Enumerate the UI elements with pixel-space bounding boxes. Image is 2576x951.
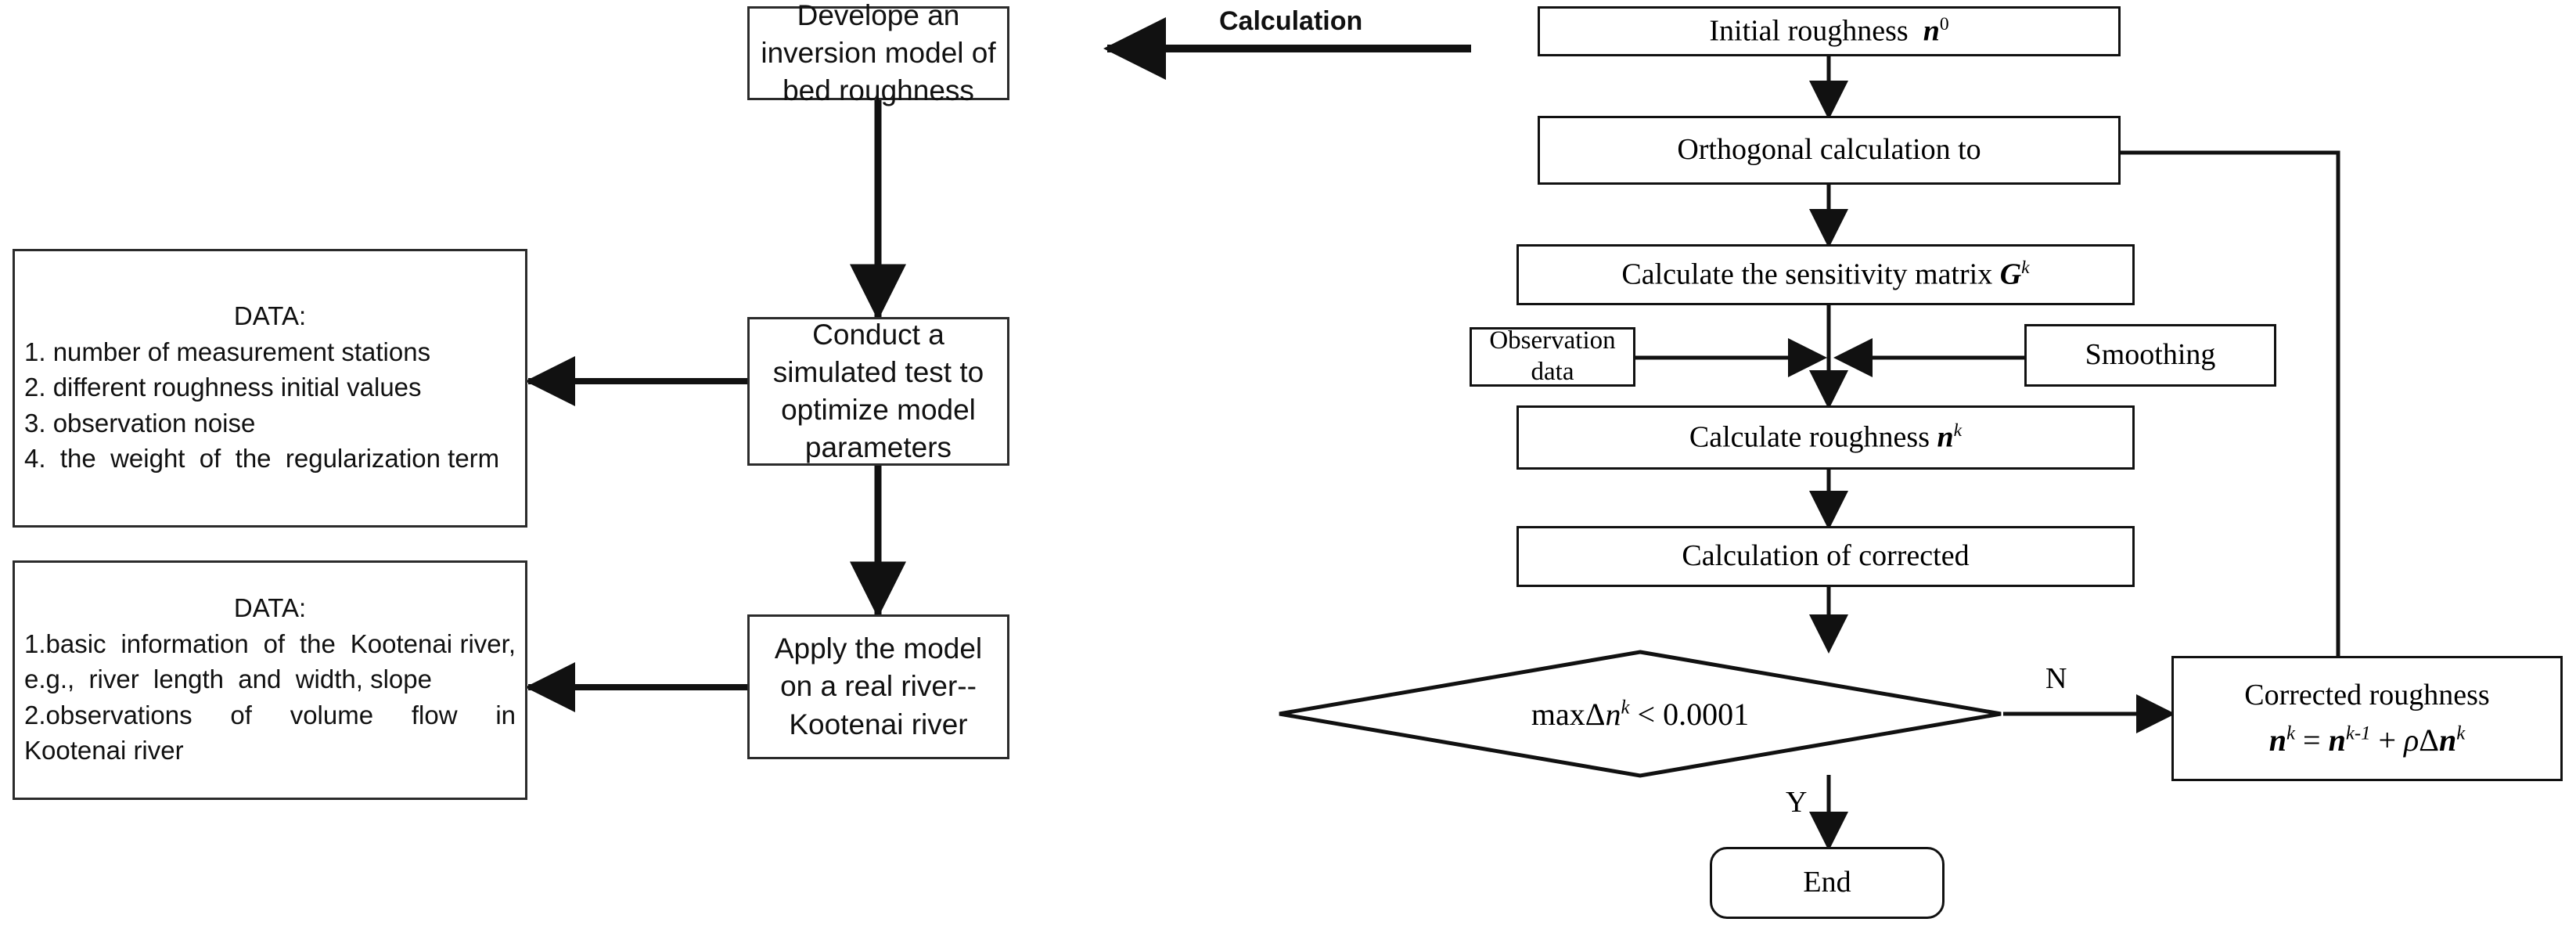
node-end[interactable]: End <box>1710 847 1945 919</box>
node-initial-roughness[interactable]: Initial roughness n0 <box>1538 6 2121 56</box>
node-initial-roughness-label: Initial roughness n0 <box>1709 13 1949 48</box>
node-sensitivity-matrix-label: Calculate the sensitivity matrix Gk <box>1621 257 2030 291</box>
data-box-simulation-line-4: 4. the weight of the regularization term <box>24 444 500 474</box>
data-box-simulation-line-1: 1. number of measurement stations <box>24 337 431 366</box>
node-orthogonal-calculation[interactable]: Orthogonal calculation to <box>1538 116 2121 185</box>
decision-convergence[interactable]: maxΔnk < 0.0001 <box>1277 650 2003 778</box>
data-box-kootenai[interactable]: DATA: 1.basic information of the Kootena… <box>13 560 527 800</box>
node-conduct-simulated-test[interactable]: Conduct a simulated test to optimize mod… <box>747 317 1009 466</box>
data-box-simulation-line-2: 2. different roughness initial values <box>24 373 422 402</box>
node-corrected-roughness[interactable]: Corrected roughness nk = nk-1 + ρΔnk <box>2171 656 2563 781</box>
data-box-simulation-title: DATA: <box>233 301 307 331</box>
node-end-label: End <box>1803 866 1851 899</box>
node-corrected-roughness-formula: nk = nk-1 + ρΔnk <box>2268 722 2466 758</box>
branch-label-no: N <box>2045 662 2067 695</box>
node-develop-inversion-model-label: Develope an inversion model of bed rough… <box>761 0 996 107</box>
data-box-kootenai-title: DATA: <box>233 593 307 623</box>
data-box-simulation[interactable]: DATA: 1. number of measurement stations … <box>13 249 527 528</box>
node-smoothing-label: Smoothing <box>2085 338 2216 372</box>
node-corrected-roughness-title: Corrected roughness <box>2244 679 2490 712</box>
data-box-simulation-line-3: 3. observation noise <box>24 408 256 438</box>
node-observation-data-label: Observation data <box>1489 326 1616 386</box>
node-apply-model-real-river-label: Apply the model on a real river--Kootena… <box>774 632 983 740</box>
data-box-kootenai-line-2: 2.observations of volume flow in Kootena… <box>24 700 523 765</box>
branch-label-yes: Y <box>1786 786 1808 819</box>
node-calculation-of-corrected[interactable]: Calculation of corrected <box>1516 526 2135 587</box>
node-calculation-of-corrected-label: Calculation of corrected <box>1682 539 1970 573</box>
calculation-label: Calculation <box>1219 6 1363 36</box>
node-observation-data[interactable]: Observation data <box>1470 326 1635 387</box>
node-orthogonal-calculation-label: Orthogonal calculation to <box>1677 133 1981 167</box>
node-conduct-simulated-test-label: Conduct a simulated test to optimize mod… <box>772 318 984 464</box>
node-sensitivity-matrix[interactable]: Calculate the sensitivity matrix Gk <box>1516 244 2135 305</box>
node-develop-inversion-model[interactable]: Develope an inversion model of bed rough… <box>747 0 1009 106</box>
data-box-kootenai-line-1: 1.basic information of the Kootenai rive… <box>24 629 531 694</box>
node-calculate-roughness[interactable]: Calculate roughness nk <box>1516 405 2135 470</box>
node-smoothing[interactable]: Smoothing <box>2024 324 2276 387</box>
node-apply-model-real-river[interactable]: Apply the model on a real river--Kootena… <box>747 614 1009 759</box>
node-calculate-roughness-label: Calculate roughness nk <box>1689 420 1963 454</box>
